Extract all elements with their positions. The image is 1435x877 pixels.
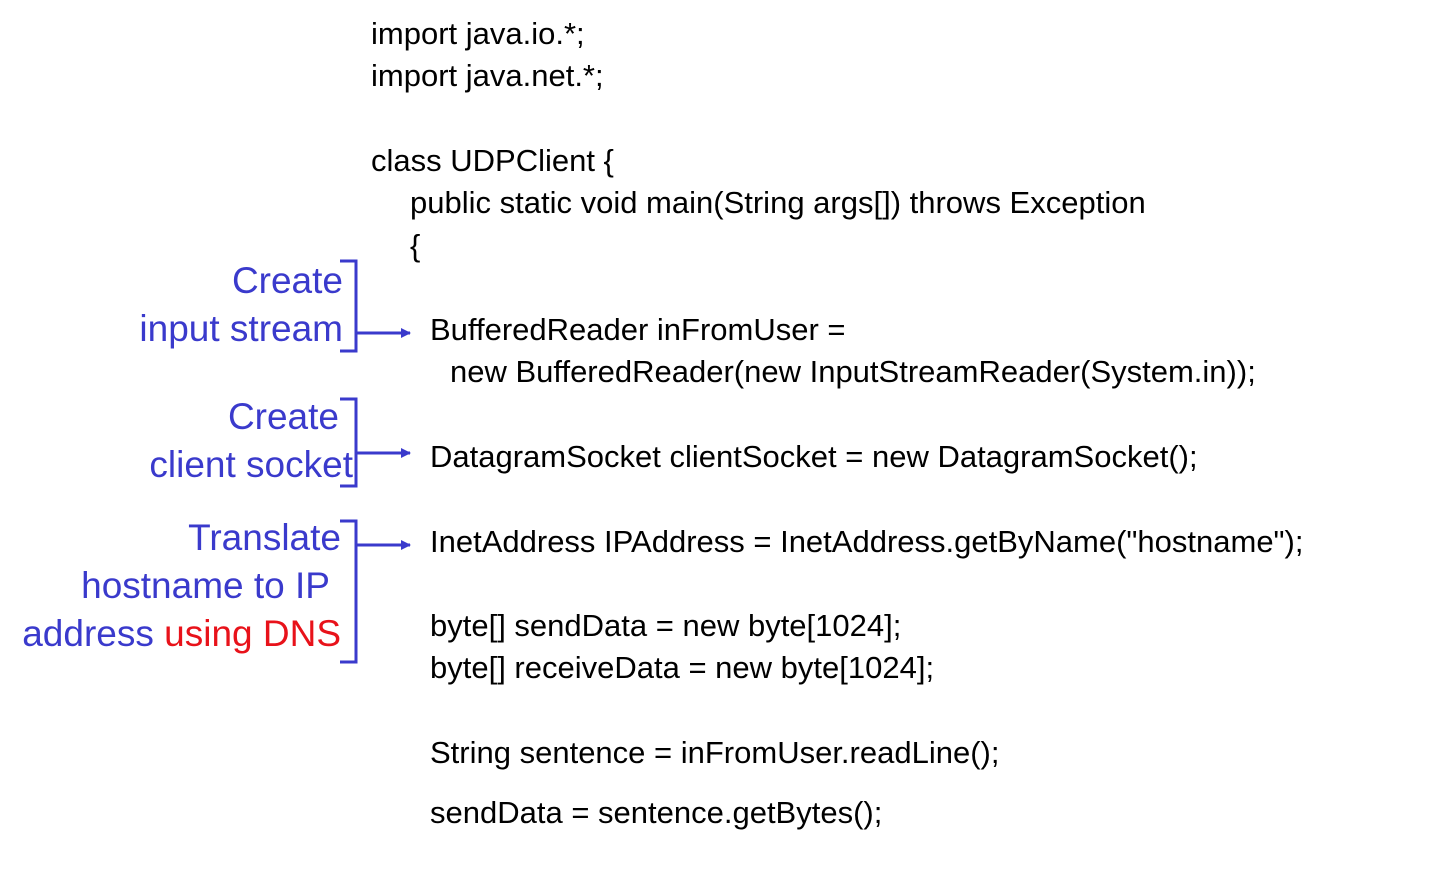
annotation-hostname-to-ip: hostname to IP bbox=[81, 565, 330, 606]
annotation-address: address bbox=[22, 613, 165, 654]
code-import-io: import java.io.*; bbox=[371, 16, 585, 51]
code-import-net: import java.net.*; bbox=[371, 58, 604, 93]
annotation-address-using-dns: address using DNS bbox=[22, 612, 341, 656]
bracket-input-stream bbox=[340, 259, 411, 353]
code-datagram-socket: DatagramSocket clientSocket = new Datagr… bbox=[430, 439, 1198, 474]
code-main-method: public static void main(String args[]) t… bbox=[410, 185, 1146, 220]
bracket-client-socket bbox=[340, 397, 411, 488]
annotation-client-socket: client socket bbox=[149, 444, 353, 485]
annotation-translate: Translate bbox=[188, 517, 341, 558]
bracket-translate bbox=[340, 519, 411, 664]
annotation-create-2: Create bbox=[227, 396, 339, 437]
code-read-line: String sentence = inFromUser.readLine(); bbox=[430, 735, 1000, 770]
annotation-using-dns: using DNS bbox=[164, 613, 341, 654]
annotation-input-stream: input stream bbox=[139, 308, 343, 349]
code-class-declaration: class UDPClient { bbox=[371, 143, 614, 178]
annotation-create-1: Create bbox=[231, 260, 343, 301]
code-send-data: byte[] sendData = new byte[1024]; bbox=[430, 608, 902, 643]
code-get-bytes: sendData = sentence.getBytes(); bbox=[430, 795, 883, 830]
code-inet-address: InetAddress IPAddress = InetAddress.getB… bbox=[430, 524, 1304, 559]
code-open-brace: { bbox=[410, 228, 421, 263]
code-new-buffered-reader: new BufferedReader(new InputStreamReader… bbox=[450, 354, 1256, 389]
code-buffered-reader: BufferedReader inFromUser = bbox=[430, 312, 846, 347]
code-receive-data: byte[] receiveData = new byte[1024]; bbox=[430, 650, 935, 685]
